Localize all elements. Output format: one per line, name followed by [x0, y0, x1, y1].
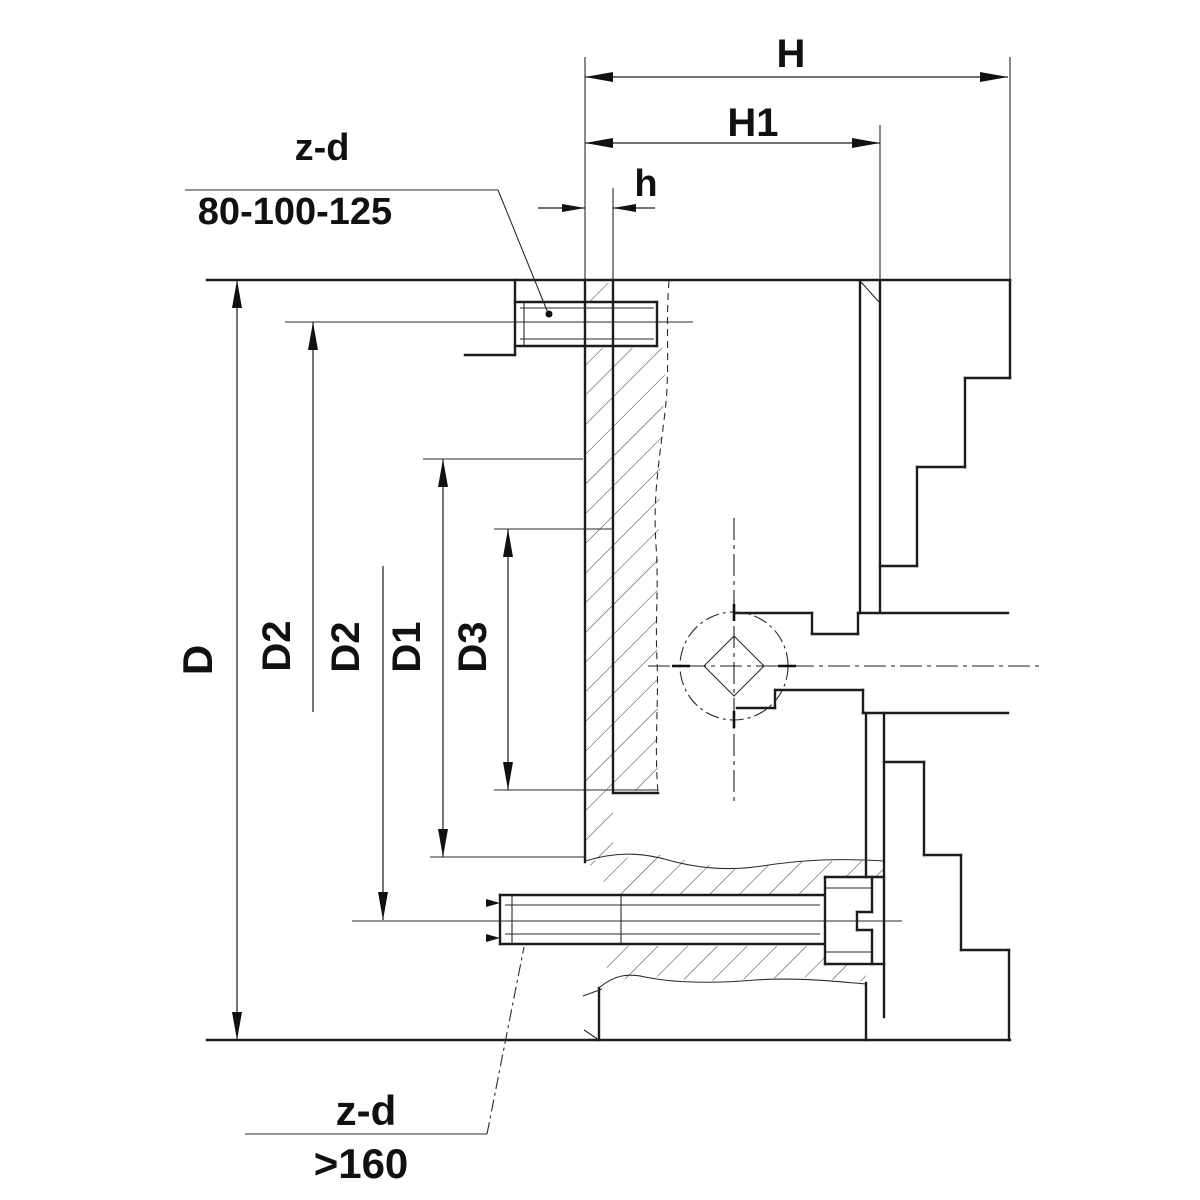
callout-bottom-bolt: z-d >160 — [245, 946, 525, 1187]
callout-bottom-line1: z-d — [336, 1087, 397, 1134]
dimension-H1: H1 — [585, 101, 881, 280]
dimension-h: h — [538, 163, 658, 280]
label-H1: H1 — [727, 101, 778, 145]
label-D1: D1 — [385, 621, 429, 672]
label-D2-lower: D2 — [324, 621, 368, 672]
pinion-socket — [648, 518, 1040, 803]
dimension-D1: D1 — [385, 458, 585, 858]
callout-top-bolt: z-d 80-100-125 — [185, 127, 553, 318]
label-D3: D3 — [451, 621, 495, 672]
label-H: H — [777, 32, 806, 76]
dimension-D3: D3 — [451, 528, 658, 791]
break-lines — [584, 280, 885, 988]
dimension-D: D — [174, 280, 242, 1040]
callout-top-line1: z-d — [295, 127, 350, 169]
slotted-screw-head — [823, 875, 886, 966]
callout-top-line2: 80-100-125 — [198, 191, 392, 233]
label-D: D — [174, 645, 221, 675]
top-mounting-bolt — [285, 300, 693, 348]
dimension-D2-lower: D2 — [324, 566, 388, 920]
section-hatching — [585, 283, 884, 987]
label-h: h — [634, 163, 657, 205]
dimension-D2-upper: D2 — [255, 322, 318, 712]
part-outline — [205, 278, 1012, 1042]
label-D2-upper: D2 — [255, 620, 299, 671]
callout-bottom-line2: >160 — [314, 1140, 409, 1187]
dimension-H: H — [584, 32, 1011, 280]
bottom-mounting-bolt — [352, 893, 902, 946]
